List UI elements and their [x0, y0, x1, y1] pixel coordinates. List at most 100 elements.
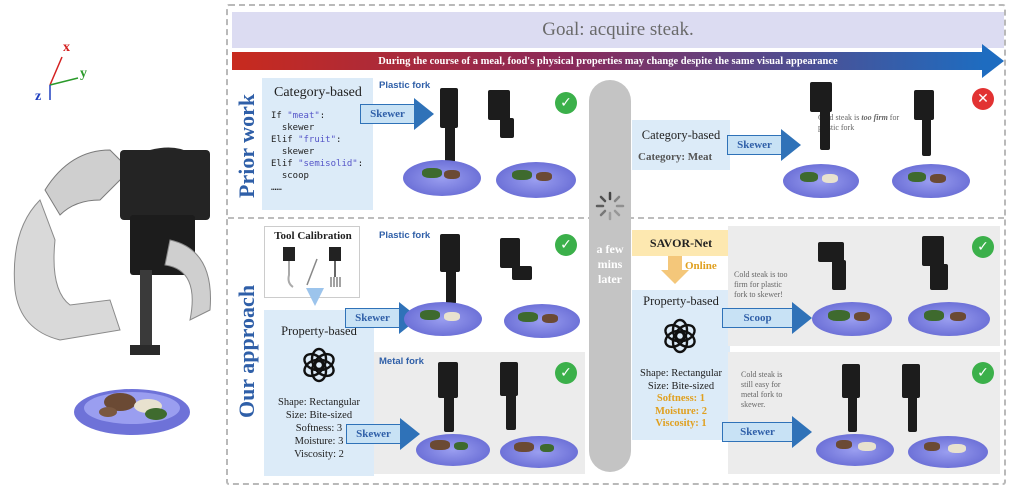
online-label: Online: [685, 260, 717, 272]
category-based-later-panel: Category-based Category: Meat: [632, 120, 730, 170]
prior-failure-note: Cold steak is too firm for plastic fork: [818, 113, 910, 133]
time-gap-line: later: [598, 272, 622, 286]
fork-arm-image: [810, 82, 832, 112]
food-image: [518, 312, 538, 322]
food-image: [948, 444, 966, 453]
metal-fork-label: Metal fork: [379, 356, 424, 367]
later-skewer-arrow: Skewer: [727, 129, 801, 161]
property-item: Moisture: 3: [294, 436, 344, 447]
note-text: for plastic fork: [818, 113, 900, 132]
success-icon: ✓: [972, 362, 994, 384]
metal-photo-sequence: [400, 354, 585, 472]
fork-arm-image: [842, 364, 860, 398]
loading-spinner-icon: [594, 190, 626, 222]
plate-image: [908, 302, 990, 336]
property-item: Size: Bite-sized: [647, 380, 715, 392]
fork-arm-image: [512, 266, 532, 280]
robot-illustration: x y z: [0, 0, 225, 489]
code-line: skewer: [271, 146, 363, 158]
savor-net-box: SAVOR-Net: [632, 230, 730, 256]
our-plastic-photo-sequence: [400, 228, 585, 346]
figure-frame: [226, 4, 1006, 485]
fork-arm-image: [440, 88, 458, 128]
fork-arm-image: [930, 264, 948, 290]
food-image: [858, 442, 876, 451]
arrowhead-icon: [792, 416, 812, 448]
prior-later-photo-sequence: [780, 78, 980, 208]
online-arrowhead-icon: [661, 270, 689, 284]
fork-arm-image: [500, 238, 520, 268]
prior-work-photo-sequence: [400, 78, 585, 208]
plate-image: [496, 162, 576, 198]
note-line: still easy for: [741, 380, 781, 389]
fork-arm-image: [445, 126, 455, 164]
metal-skewer-label: Skewer: [346, 424, 400, 444]
coordinate-axes-icon: [49, 56, 79, 100]
property-item: Shape: Rectangular: [640, 368, 722, 379]
fork-arm-image: [922, 118, 931, 156]
code-keyword: scoop: [271, 171, 309, 181]
tool-calibration-title: Tool Calibration: [274, 230, 352, 242]
food-image: [512, 170, 532, 180]
food-image: [444, 170, 460, 179]
code-punct: :: [336, 135, 342, 145]
later-metal-skewer-arrow: Skewer: [722, 416, 812, 448]
fork-arm-image: [438, 362, 458, 398]
x-axis-label: x: [63, 40, 70, 55]
code-line: Elif "fruit":: [271, 134, 363, 146]
plate-image: [403, 160, 481, 196]
y-axis-label: y: [80, 66, 87, 81]
tool-calibration-box: Tool Calibration: [264, 226, 360, 298]
arrowhead-icon: [792, 302, 812, 334]
note-line: Cold steak is too: [734, 270, 788, 279]
goal-banner: Goal: acquire steak.: [232, 12, 1004, 48]
robot-arm-image: [13, 56, 211, 435]
timeline-text: During the course of a meal, food's phys…: [378, 55, 838, 67]
food-image: [454, 442, 468, 450]
fork-arm-image: [818, 242, 844, 262]
property-later-title: Property-based: [643, 294, 719, 308]
note-text: Cold steak is: [818, 113, 862, 122]
later-metal-skewer-label: Skewer: [722, 422, 792, 442]
down-arrow-icon: [306, 288, 324, 306]
time-gap-bar: a few mins later: [589, 80, 631, 472]
online-arrow-icon: [668, 256, 682, 272]
time-gap-line: mins: [597, 257, 623, 271]
arrowhead-icon: [400, 418, 420, 450]
food-image: [514, 442, 534, 452]
fork-arm-image: [446, 270, 456, 304]
note-line: fork to skewer!: [734, 290, 783, 299]
changed-property-item: Softness: 1: [656, 393, 706, 404]
code-line: ……: [271, 182, 363, 194]
fork-arm-image: [832, 260, 846, 290]
row-label-prior-work: Prior work: [234, 93, 259, 198]
property-panel-title: Property-based: [281, 324, 357, 338]
code-keyword: ……: [271, 183, 282, 193]
code-line: scoop: [271, 170, 363, 182]
prior-tool-label: Plastic fork: [379, 80, 431, 91]
fork-arm-image: [848, 396, 857, 432]
code-string: "fruit": [298, 135, 337, 145]
scoop-arrow-label: Scoop: [722, 308, 792, 328]
category-value: Category: Meat: [638, 151, 713, 163]
property-item: Softness: 3: [295, 423, 343, 434]
time-gap-line: a few: [596, 242, 624, 256]
time-gap-label: a few mins later: [589, 242, 631, 287]
success-icon: ✓: [555, 92, 577, 114]
food-image: [828, 310, 850, 321]
row-label-our-approach: Our approach: [234, 284, 259, 418]
note-line: firm for plastic: [734, 280, 782, 289]
arrowhead-icon: [781, 129, 801, 161]
property-item: Size: Bite-sized: [285, 410, 353, 421]
food-image: [950, 312, 966, 321]
property-item: Viscosity: 2: [294, 449, 344, 460]
metal-skewer-arrow: Skewer: [346, 418, 420, 450]
plate-image: [908, 436, 988, 468]
code-line: If "meat":: [271, 110, 363, 122]
our-plastic-skewer-label: Skewer: [345, 308, 399, 328]
